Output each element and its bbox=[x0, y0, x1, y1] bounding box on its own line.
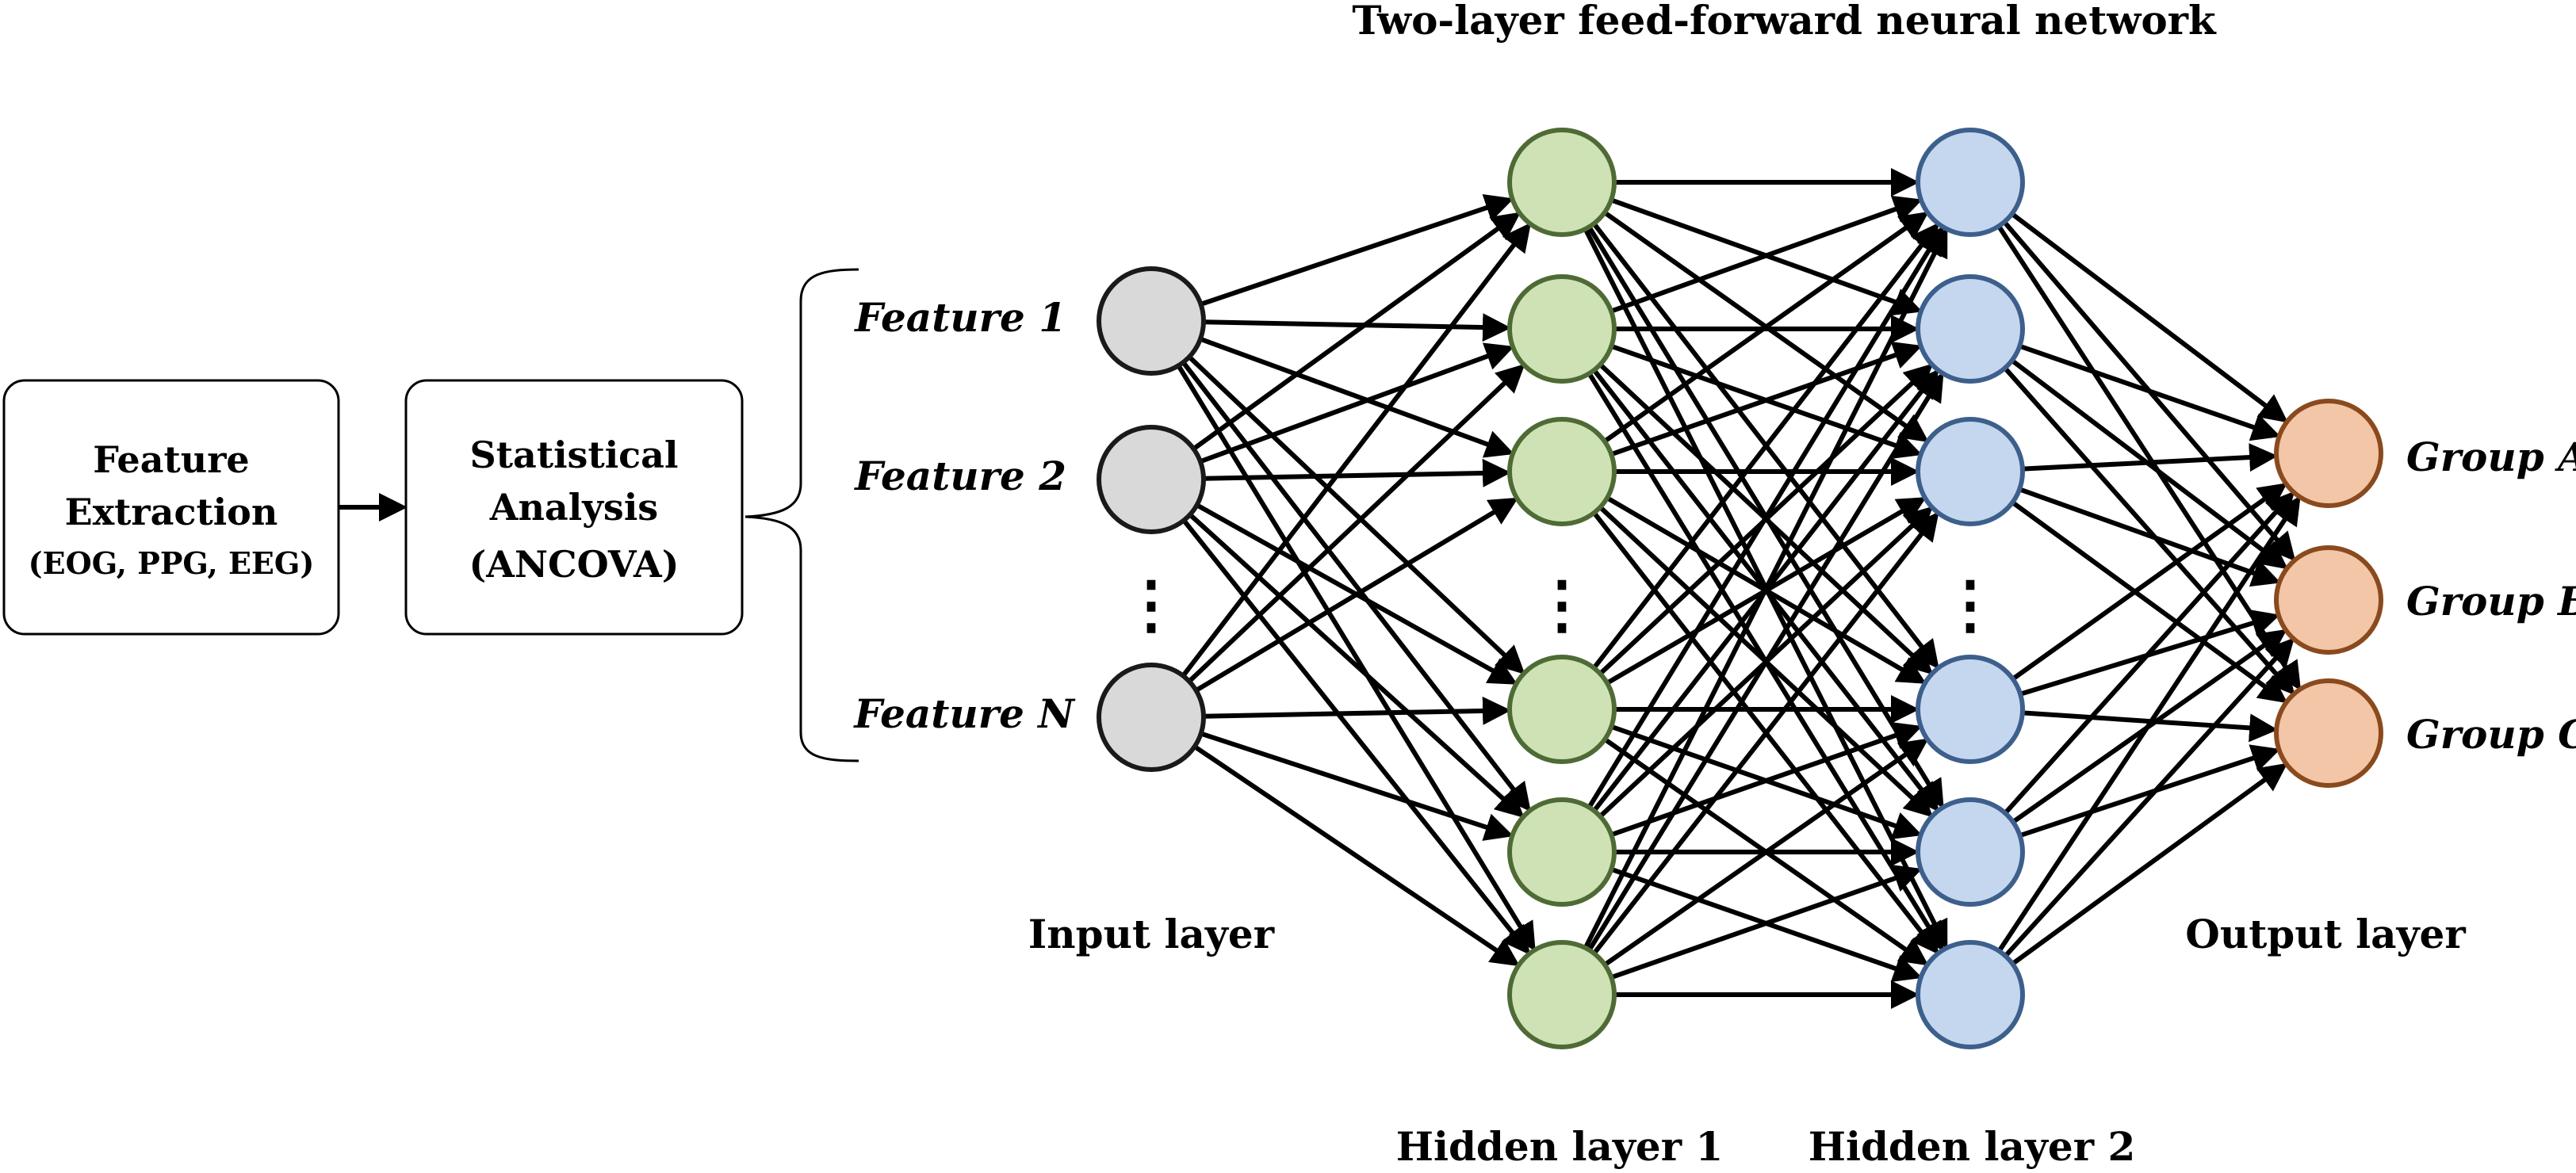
connection-hidden1-3-to-hidden2-0 bbox=[1592, 222, 1939, 670]
connection-input-1-to-hidden1-0 bbox=[1192, 212, 1521, 451]
statistical-analysis-box: Statistical Analysis (ANCOVA) bbox=[404, 379, 744, 636]
diagram-title: Two-layer feed-forward neural network bbox=[1352, 0, 2217, 44]
feature-extraction-line-1: Feature bbox=[93, 438, 249, 481]
connection-input-0-to-hidden1-2 bbox=[1199, 336, 1514, 458]
connection-hidden2-0-to-output-2 bbox=[1996, 224, 2302, 691]
network-connections bbox=[1176, 168, 2302, 1009]
output-group-label: Group C bbox=[2406, 711, 2576, 758]
connection-hidden1-5-to-hidden2-2 bbox=[1592, 511, 1939, 955]
connection-hidden2-4-to-output-0 bbox=[2003, 491, 2295, 815]
hidden1-node-6 bbox=[1507, 940, 1617, 1049]
connection-input-0-to-hidden1-4 bbox=[1181, 361, 1531, 812]
connection-hidden2-2-to-output-1 bbox=[2019, 487, 2281, 587]
connection-input-0-to-hidden1-5 bbox=[1176, 364, 1536, 952]
output-layer-label: Output layer bbox=[2185, 911, 2466, 957]
connection-hidden2-5-to-output-2 bbox=[2011, 762, 2288, 966]
input-feature-label: Feature 1 bbox=[853, 294, 1066, 341]
hidden1-node-4 bbox=[1507, 655, 1617, 764]
hidden1-node-5 bbox=[1507, 797, 1617, 907]
connection-hidden1-4-to-hidden2-0 bbox=[1587, 225, 1944, 809]
input-ellipsis: ⋮ bbox=[1120, 567, 1183, 641]
hidden2-node-6 bbox=[1916, 940, 2025, 1049]
connection-input-2-to-hidden1-0 bbox=[1181, 222, 1532, 678]
output-node-3 bbox=[2274, 678, 2383, 788]
feature-extraction-line-2: Extraction bbox=[65, 491, 278, 533]
connection-hidden1-1-to-hidden2-0 bbox=[1610, 195, 1923, 314]
connection-input-2-to-hidden1-5 bbox=[1193, 744, 1520, 967]
connection-input-2-to-hidden1-3 bbox=[1203, 696, 1512, 725]
output-node-2 bbox=[2274, 545, 2383, 655]
connection-hidden2-3-to-output-2 bbox=[2022, 710, 2279, 743]
connection-hidden2-1-to-output-0 bbox=[2019, 343, 2281, 441]
connection-hidden2-3-to-output-0 bbox=[2011, 483, 2287, 682]
connection-input-2-to-hidden1-1 bbox=[1187, 363, 1525, 683]
connection-input-0-to-hidden1-0 bbox=[1200, 193, 1514, 307]
output-group-label: Group B bbox=[2406, 578, 2576, 625]
connection-hidden1-5-to-hidden2-1 bbox=[1587, 372, 1944, 952]
feature-brace bbox=[744, 268, 859, 762]
hidden2-node-4 bbox=[1916, 655, 2025, 764]
statistical-analysis-line-3: (ANCOVA) bbox=[469, 543, 679, 586]
hidden2-node-5 bbox=[1916, 797, 2025, 907]
hidden2-node-1 bbox=[1916, 128, 2025, 237]
connection-hidden1-5-to-hidden2-4 bbox=[1610, 865, 1923, 980]
connection-input-1-to-hidden1-2 bbox=[1203, 458, 1512, 487]
input-node-2 bbox=[1097, 425, 1206, 534]
connection-hidden2-4-to-output-2 bbox=[2019, 744, 2281, 839]
network-nodes bbox=[1097, 128, 2383, 1049]
connection-input-1-to-hidden1-5 bbox=[1181, 518, 1531, 955]
connection-hidden1-4-to-hidden2-3 bbox=[1610, 722, 1923, 838]
input-node-3 bbox=[1097, 663, 1206, 772]
connection-hidden1-5-to-hidden2-3 bbox=[1603, 738, 1929, 967]
hidden1-node-2 bbox=[1507, 274, 1617, 384]
hidden1-ellipsis: ⋮ bbox=[1530, 567, 1594, 641]
connection-hidden2-0-to-output-0 bbox=[2010, 212, 2288, 423]
hidden-layer-1-label: Hidden layer 1 bbox=[1396, 1123, 1724, 1170]
connection-input-0-to-hidden1-1 bbox=[1203, 313, 1512, 342]
connection-hidden2-2-to-output-0 bbox=[2022, 443, 2279, 472]
connection-hidden2-2-to-output-2 bbox=[2011, 500, 2288, 704]
output-group-label: Group A bbox=[2406, 434, 2576, 480]
feature-extraction-line-3: (EOG, PPG, EEG) bbox=[29, 545, 315, 581]
connection-hidden2-1-to-output-2 bbox=[2003, 366, 2295, 696]
hidden1-node-3 bbox=[1507, 417, 1617, 526]
feature-extraction-box: Feature Extraction (EOG, PPG, EEG) bbox=[2, 379, 340, 636]
connection-input-2-to-hidden1-2 bbox=[1195, 497, 1519, 693]
connection-input-1-to-hidden1-4 bbox=[1188, 513, 1525, 818]
output-node-1 bbox=[2274, 399, 2383, 508]
hidden2-node-3 bbox=[1916, 417, 2025, 526]
input-feature-label: Feature 2 bbox=[853, 453, 1066, 499]
connection-hidden2-5-to-output-1 bbox=[2004, 637, 2295, 958]
statistical-analysis-line-1: Statistical bbox=[470, 434, 679, 476]
connection-hidden1-2-to-hidden2-1 bbox=[1610, 342, 1923, 457]
connection-hidden1-5-to-hidden2-0 bbox=[1583, 227, 1948, 949]
hidden1-node-1 bbox=[1507, 128, 1617, 237]
connection-input-2-to-hidden1-4 bbox=[1200, 731, 1514, 841]
connection-hidden1-2-to-hidden2-0 bbox=[1603, 212, 1929, 444]
input-feature-label: Feature N bbox=[852, 690, 1076, 737]
input-node-1 bbox=[1097, 266, 1206, 376]
statistical-analysis-line-2: Analysis bbox=[489, 486, 658, 529]
hidden2-node-2 bbox=[1916, 274, 2025, 384]
hidden2-ellipsis: ⋮ bbox=[1939, 567, 2002, 641]
connection-hidden2-5-to-output-0 bbox=[1996, 495, 2301, 953]
input-layer-label: Input layer bbox=[1028, 911, 1275, 957]
hidden-layer-2-label: Hidden layer 2 bbox=[1809, 1123, 2136, 1170]
connection-input-1-to-hidden1-1 bbox=[1199, 342, 1514, 464]
